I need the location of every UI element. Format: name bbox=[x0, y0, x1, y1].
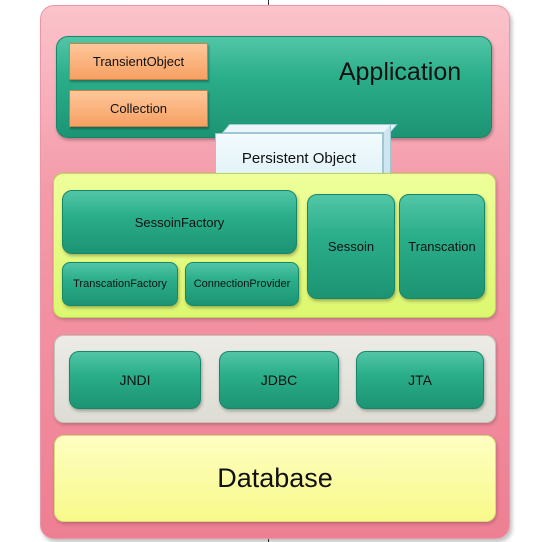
session-factory-box: SessoinFactory bbox=[62, 190, 297, 254]
database-layer: Database bbox=[54, 435, 496, 522]
transaction-box: Transcation bbox=[399, 194, 485, 299]
connection-provider-box: ConnectionProvider bbox=[185, 262, 299, 306]
persistent-object-top-face bbox=[222, 124, 398, 133]
jta-box: JTA bbox=[356, 351, 484, 409]
collection-box: Collection bbox=[69, 90, 208, 127]
bottom-connector-line bbox=[268, 536, 269, 542]
application-title: Application bbox=[338, 58, 462, 86]
transaction-factory-box: TranscationFactory bbox=[62, 262, 178, 306]
top-connector-line bbox=[268, 0, 269, 6]
jndi-box: JNDI bbox=[69, 351, 201, 409]
session-box: Sessoin bbox=[307, 194, 395, 299]
transient-object-box: TransientObject bbox=[69, 43, 208, 80]
jdbc-box: JDBC bbox=[219, 351, 339, 409]
